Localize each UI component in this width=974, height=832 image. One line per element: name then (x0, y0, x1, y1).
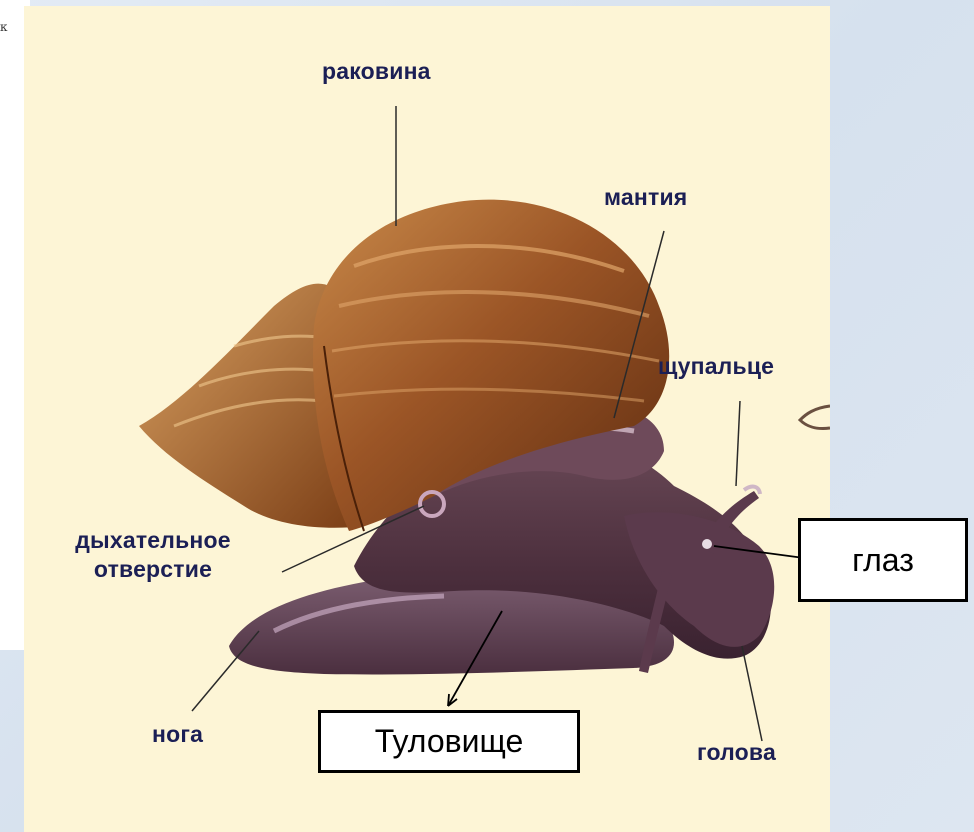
label-breathing-hole-line2: отверстие (24, 555, 282, 584)
label-mantle: мантия (604, 184, 687, 211)
label-breathing-hole-line1: дыхательное (24, 526, 282, 555)
leader-foot (192, 631, 259, 711)
leader-tentacle (736, 401, 740, 486)
label-shell: раковина (322, 58, 431, 85)
label-breathing-hole: дыхательное отверстие (24, 526, 282, 584)
label-head: голова (697, 739, 776, 766)
label-body-box: Туловище (318, 710, 580, 773)
label-foot: нога (152, 721, 203, 748)
leader-head (742, 646, 762, 741)
label-eye-box: глаз (798, 518, 968, 602)
label-tentacle: щупальце (658, 353, 774, 380)
snail-illustration (24, 6, 830, 832)
snail-figure: раковина мантия щупальце дыхательное отв… (24, 6, 830, 832)
corner-mark: к (0, 20, 8, 34)
